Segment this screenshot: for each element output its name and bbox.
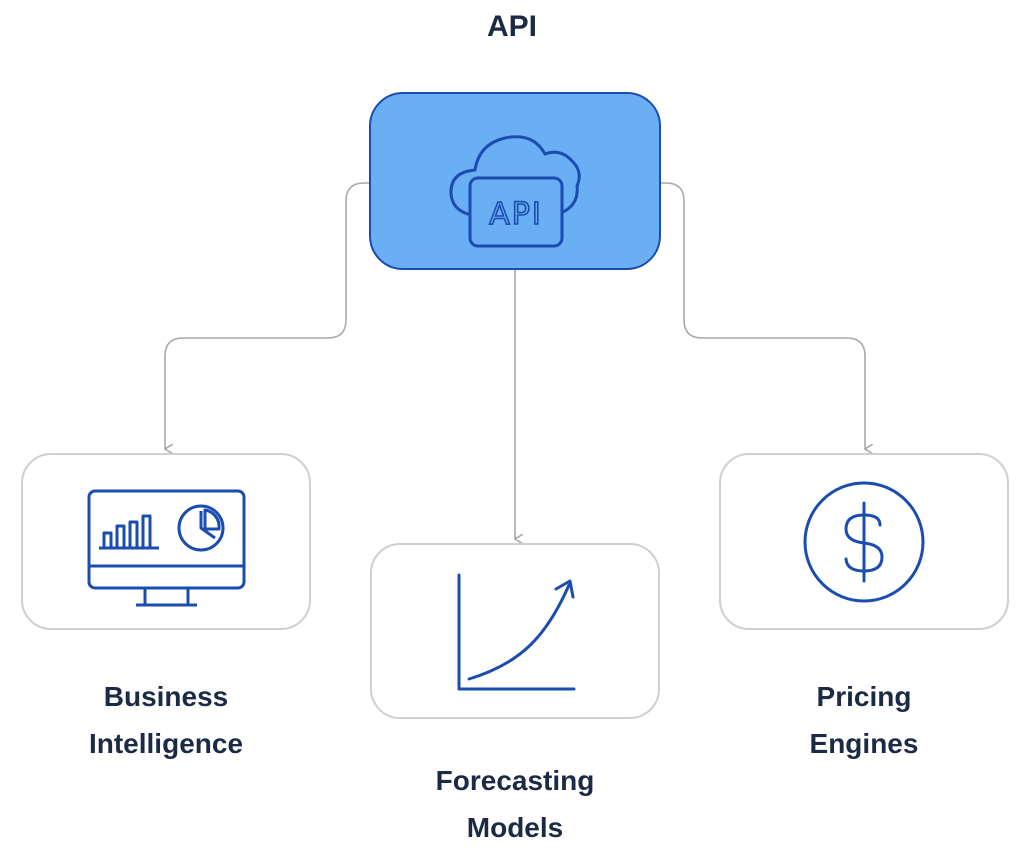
label-line-2: Intelligence (88, 728, 244, 759)
dollar-icon (803, 481, 925, 603)
monitor-analytics-icon (87, 489, 246, 607)
label-line-2: Engines (809, 728, 919, 759)
growth-chart-icon (457, 573, 576, 691)
api-hub-box: API (369, 92, 661, 270)
forecasting-models-node (370, 543, 660, 719)
label-line-1: Business (103, 681, 229, 712)
forecasting-models-label: Forecasting Models (370, 757, 660, 851)
connector-pe (661, 182, 865, 449)
label-line-2: Models (466, 812, 564, 843)
label-line-1: Pricing (816, 681, 912, 712)
pricing-engines-label: Pricing Engines (719, 673, 1009, 767)
business-intelligence-label: Business Intelligence (21, 673, 311, 767)
api-icon-text: API (489, 197, 542, 232)
label-line-1: Forecasting (435, 765, 595, 796)
connector-bi (165, 182, 369, 449)
diagram-title: API (486, 10, 537, 43)
business-intelligence-node (21, 453, 311, 630)
cloud-api-icon: API (449, 135, 581, 248)
pricing-engines-node (719, 453, 1009, 630)
